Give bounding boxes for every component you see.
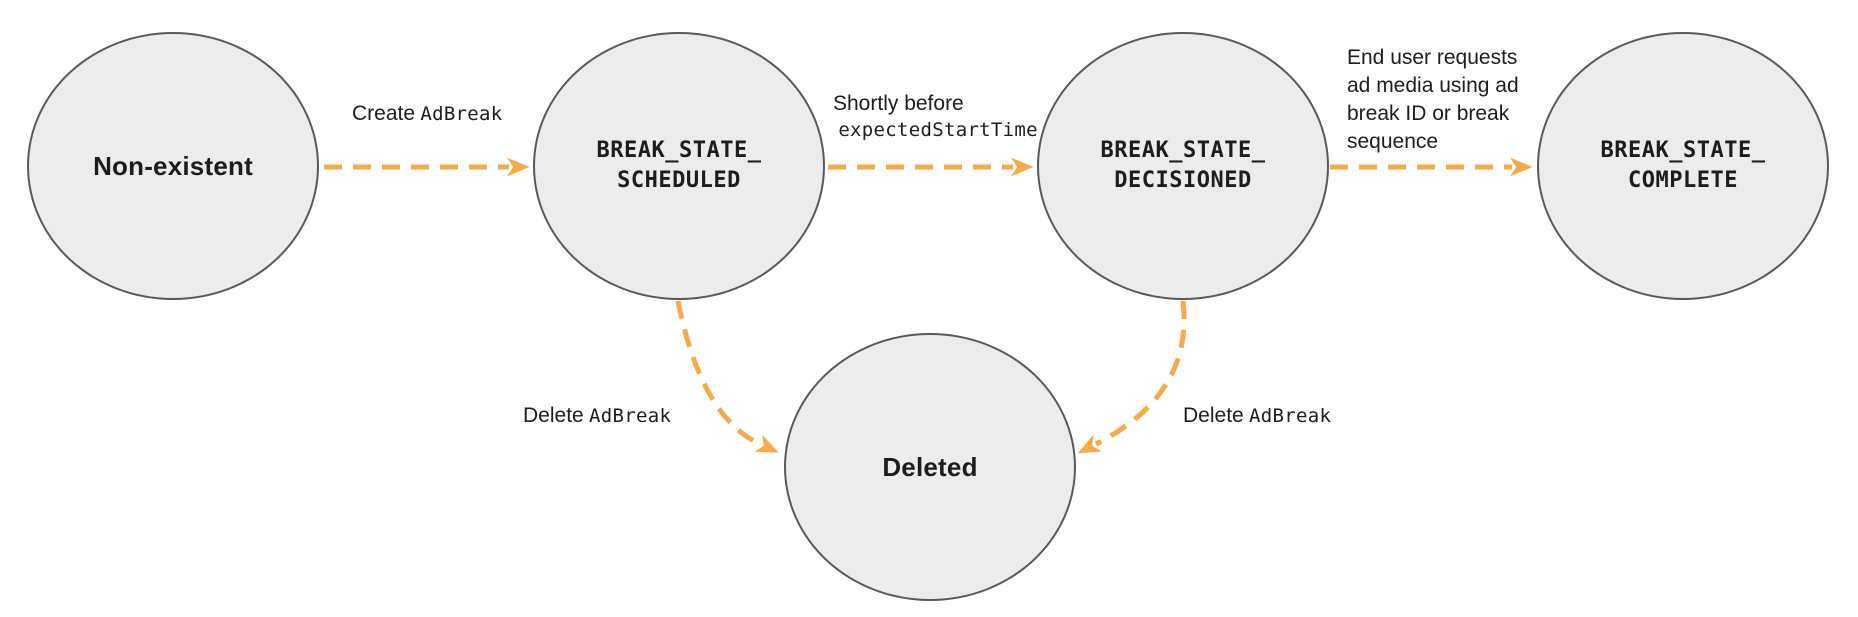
edge-label-delete-right-code: AdBreak <box>1249 405 1332 427</box>
edge-label-expected-start-time: expectedStartTime <box>838 119 1038 141</box>
edge-label-delete-right-text: Delete <box>1183 404 1244 427</box>
state-label-scheduled-line2: SCHEDULED <box>617 168 741 193</box>
edge-label-end-user-request-line2: ad media using ad <box>1347 74 1519 97</box>
edge-delete-from-decisioned-arrow <box>1077 300 1187 454</box>
state-node-break-state-scheduled: BREAK_STATE_ SCHEDULED <box>533 32 825 300</box>
state-node-deleted: Deleted <box>784 333 1076 601</box>
edge-label-end-user-request-line3: break ID or break <box>1347 102 1510 125</box>
state-node-break-state-decisioned: BREAK_STATE_ DECISIONED <box>1037 32 1329 300</box>
state-label-decisioned-line1: BREAK_STATE_ <box>1100 138 1266 163</box>
edge-label-create-code: AdBreak <box>420 103 503 125</box>
state-label-complete-line1: BREAK_STATE_ <box>1600 138 1766 163</box>
edge-label-delete-left-text: Delete <box>523 404 584 427</box>
edge-label-shortly-before: Shortly before expectedStartTime <box>833 90 1038 144</box>
state-node-non-existent: Non-existent <box>27 32 319 300</box>
state-label-scheduled-line1: BREAK_STATE_ <box>596 138 762 163</box>
state-label-non-existent: Non-existent <box>93 150 253 181</box>
edge-delete-from-scheduled-arrow <box>675 300 779 453</box>
edge-label-end-user-request-line1: End user requests <box>1347 46 1518 69</box>
edge-label-create-text: Create <box>352 102 416 125</box>
state-node-break-state-complete: BREAK_STATE_ COMPLETE <box>1537 32 1829 300</box>
edge-label-shortly-before-line1: Shortly before <box>833 92 964 115</box>
edge-label-end-user-request: End user requests ad media using ad brea… <box>1347 44 1519 156</box>
state-label-decisioned-line2: DECISIONED <box>1114 168 1252 193</box>
state-label-complete-line2: COMPLETE <box>1628 168 1738 193</box>
edge-label-end-user-request-line4: sequence <box>1347 130 1439 153</box>
state-label-deleted: Deleted <box>882 451 978 482</box>
edge-label-delete-left-code: AdBreak <box>589 405 672 427</box>
